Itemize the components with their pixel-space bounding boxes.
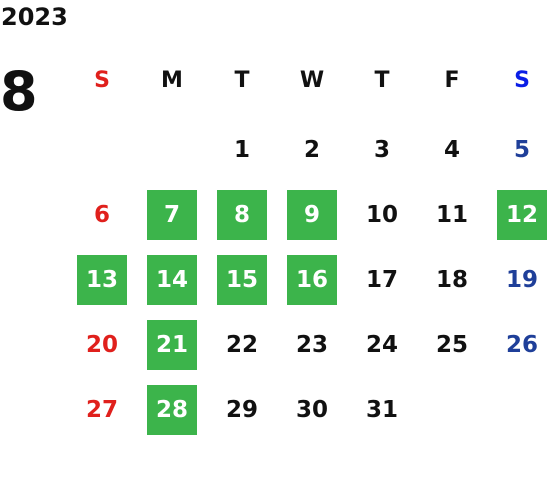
date-cell-2[interactable]: 2 [303, 137, 320, 163]
date-cell-14[interactable]: 14 [147, 255, 197, 305]
date-cell-31[interactable]: 31 [365, 397, 398, 423]
date-cell-26[interactable]: 26 [505, 332, 538, 358]
weekday-header-friday: F [444, 67, 460, 93]
date-cell-13[interactable]: 13 [77, 255, 127, 305]
date-cell-30[interactable]: 30 [295, 397, 328, 423]
date-cell-23[interactable]: 23 [295, 332, 328, 358]
date-cell-27[interactable]: 27 [85, 397, 118, 423]
date-cell-11[interactable]: 11 [435, 202, 468, 228]
date-cell-1[interactable]: 1 [233, 137, 250, 163]
date-cell-15[interactable]: 15 [217, 255, 267, 305]
date-cell-8[interactable]: 8 [217, 190, 267, 240]
date-cell-24[interactable]: 24 [365, 332, 398, 358]
date-cell-21[interactable]: 21 [147, 320, 197, 370]
date-cell-12[interactable]: 12 [497, 190, 547, 240]
date-cell-6[interactable]: 6 [93, 202, 110, 228]
date-cell-18[interactable]: 18 [435, 267, 468, 293]
weekday-header-thursday: T [374, 67, 390, 93]
date-cell-29[interactable]: 29 [225, 397, 258, 423]
date-cell-7[interactable]: 7 [147, 190, 197, 240]
date-cell-4[interactable]: 4 [443, 137, 460, 163]
date-cell-25[interactable]: 25 [435, 332, 468, 358]
weekday-header-tuesday: T [234, 67, 250, 93]
weekday-header-sunday: S [94, 67, 110, 93]
date-cell-16[interactable]: 16 [287, 255, 337, 305]
date-cell-19[interactable]: 19 [505, 267, 538, 293]
date-cell-22[interactable]: 22 [225, 332, 258, 358]
year-label: 2023 [1, 3, 68, 31]
date-cell-20[interactable]: 20 [85, 332, 118, 358]
weekday-header-monday: M [161, 67, 183, 93]
weekday-header-wednesday: W [299, 67, 325, 93]
month-number: 8 [0, 60, 38, 123]
date-cell-17[interactable]: 17 [365, 267, 398, 293]
date-cell-9[interactable]: 9 [287, 190, 337, 240]
date-cell-10[interactable]: 10 [365, 202, 398, 228]
date-cell-28[interactable]: 28 [147, 385, 197, 435]
date-cell-3[interactable]: 3 [373, 137, 390, 163]
date-cell-5[interactable]: 5 [513, 137, 530, 163]
weekday-header-saturday: S [514, 67, 530, 93]
